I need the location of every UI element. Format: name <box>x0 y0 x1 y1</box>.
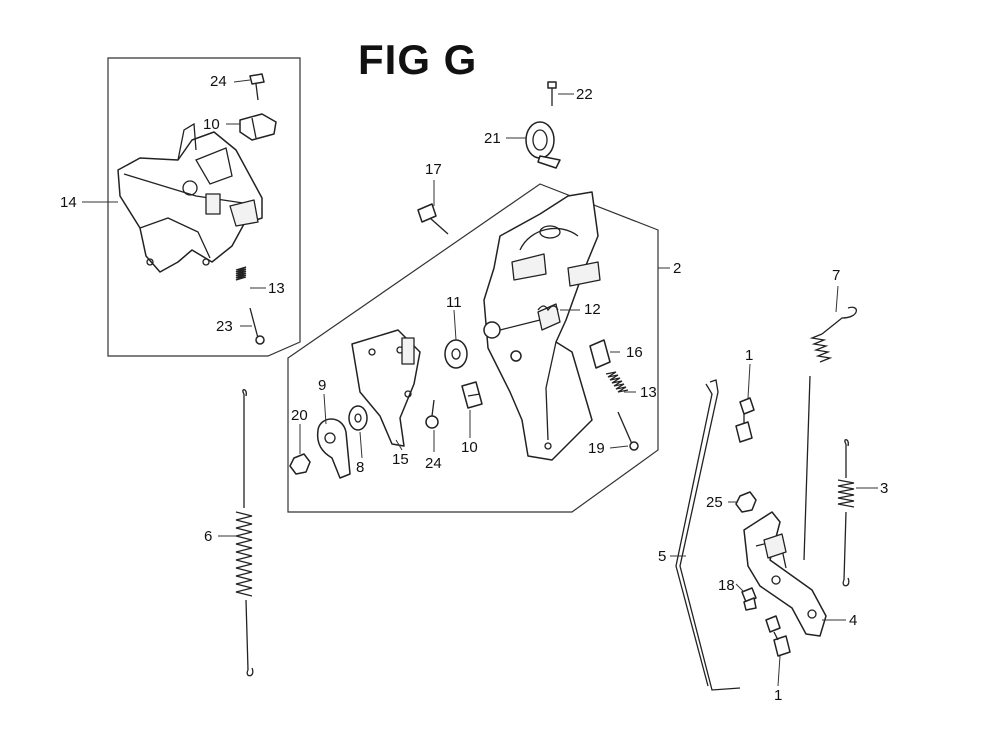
plate-15 <box>351 329 421 447</box>
clamp-10-mid <box>461 381 483 409</box>
clip-1-bottom <box>765 615 791 657</box>
callout-1-top: 1 <box>745 347 754 364</box>
callout-6: 6 <box>204 528 213 545</box>
callout-16: 16 <box>626 344 643 361</box>
bolt-22 <box>547 81 557 106</box>
washer-8 <box>348 405 368 431</box>
cam-9 <box>316 418 351 479</box>
screw-19 <box>617 411 639 451</box>
callout-7: 7 <box>832 267 841 284</box>
spring-13-left <box>235 266 247 281</box>
callout-10-top: 10 <box>203 116 220 133</box>
callout-9: 9 <box>318 377 327 394</box>
callout-1-bottom: 1 <box>774 687 783 704</box>
spring-12 <box>537 305 559 312</box>
center-assembly-frame <box>287 183 659 513</box>
callout-13-right: 13 <box>640 384 657 401</box>
callout-24-top: 24 <box>210 73 227 90</box>
callout-12: 12 <box>584 301 601 318</box>
main-bracket-2 <box>483 191 601 461</box>
callout-24-mid: 24 <box>425 455 442 472</box>
clamp-21 <box>525 121 561 169</box>
callout-11: 11 <box>446 294 462 311</box>
spring-6 <box>235 389 254 677</box>
callout-14: 14 <box>60 194 77 211</box>
callout-19: 19 <box>588 440 605 457</box>
leader-lines <box>82 79 878 687</box>
bolt-24-mid <box>425 399 439 429</box>
callout-21: 21 <box>484 130 501 147</box>
callout-10-mid: 10 <box>461 439 478 456</box>
lever-4 <box>743 511 827 637</box>
callout-2: 2 <box>673 260 682 277</box>
collar-16 <box>589 339 611 369</box>
callout-25: 25 <box>706 494 723 511</box>
callout-13-left: 13 <box>268 280 285 297</box>
callout-8: 8 <box>356 459 365 476</box>
nut-25 <box>735 491 757 513</box>
nut-18 <box>741 587 757 611</box>
figure-title: FIG G <box>358 36 478 83</box>
control-bracket-14 <box>117 122 263 273</box>
cable-clamp-10-top <box>239 113 277 141</box>
callout-18: 18 <box>718 577 735 594</box>
callout-3: 3 <box>880 480 889 497</box>
left-assembly-frame <box>107 57 301 357</box>
bolt-24-top <box>249 73 265 101</box>
callout-22: 22 <box>576 86 593 103</box>
callout-20: 20 <box>291 407 308 424</box>
callout-5: 5 <box>658 548 667 565</box>
callout-15: 15 <box>392 451 409 468</box>
spring-13-right <box>605 371 629 393</box>
bolt-17 <box>417 203 449 235</box>
nut-20 <box>289 453 311 475</box>
callout-23: 23 <box>216 318 233 335</box>
callout-4: 4 <box>849 612 858 629</box>
rod-5 <box>675 379 741 691</box>
callout-17: 17 <box>425 161 442 178</box>
spring-3 <box>837 439 855 587</box>
clip-1-top <box>735 397 755 443</box>
washer-11 <box>444 339 468 369</box>
screw-23 <box>249 307 265 345</box>
spring-7 <box>803 306 857 561</box>
